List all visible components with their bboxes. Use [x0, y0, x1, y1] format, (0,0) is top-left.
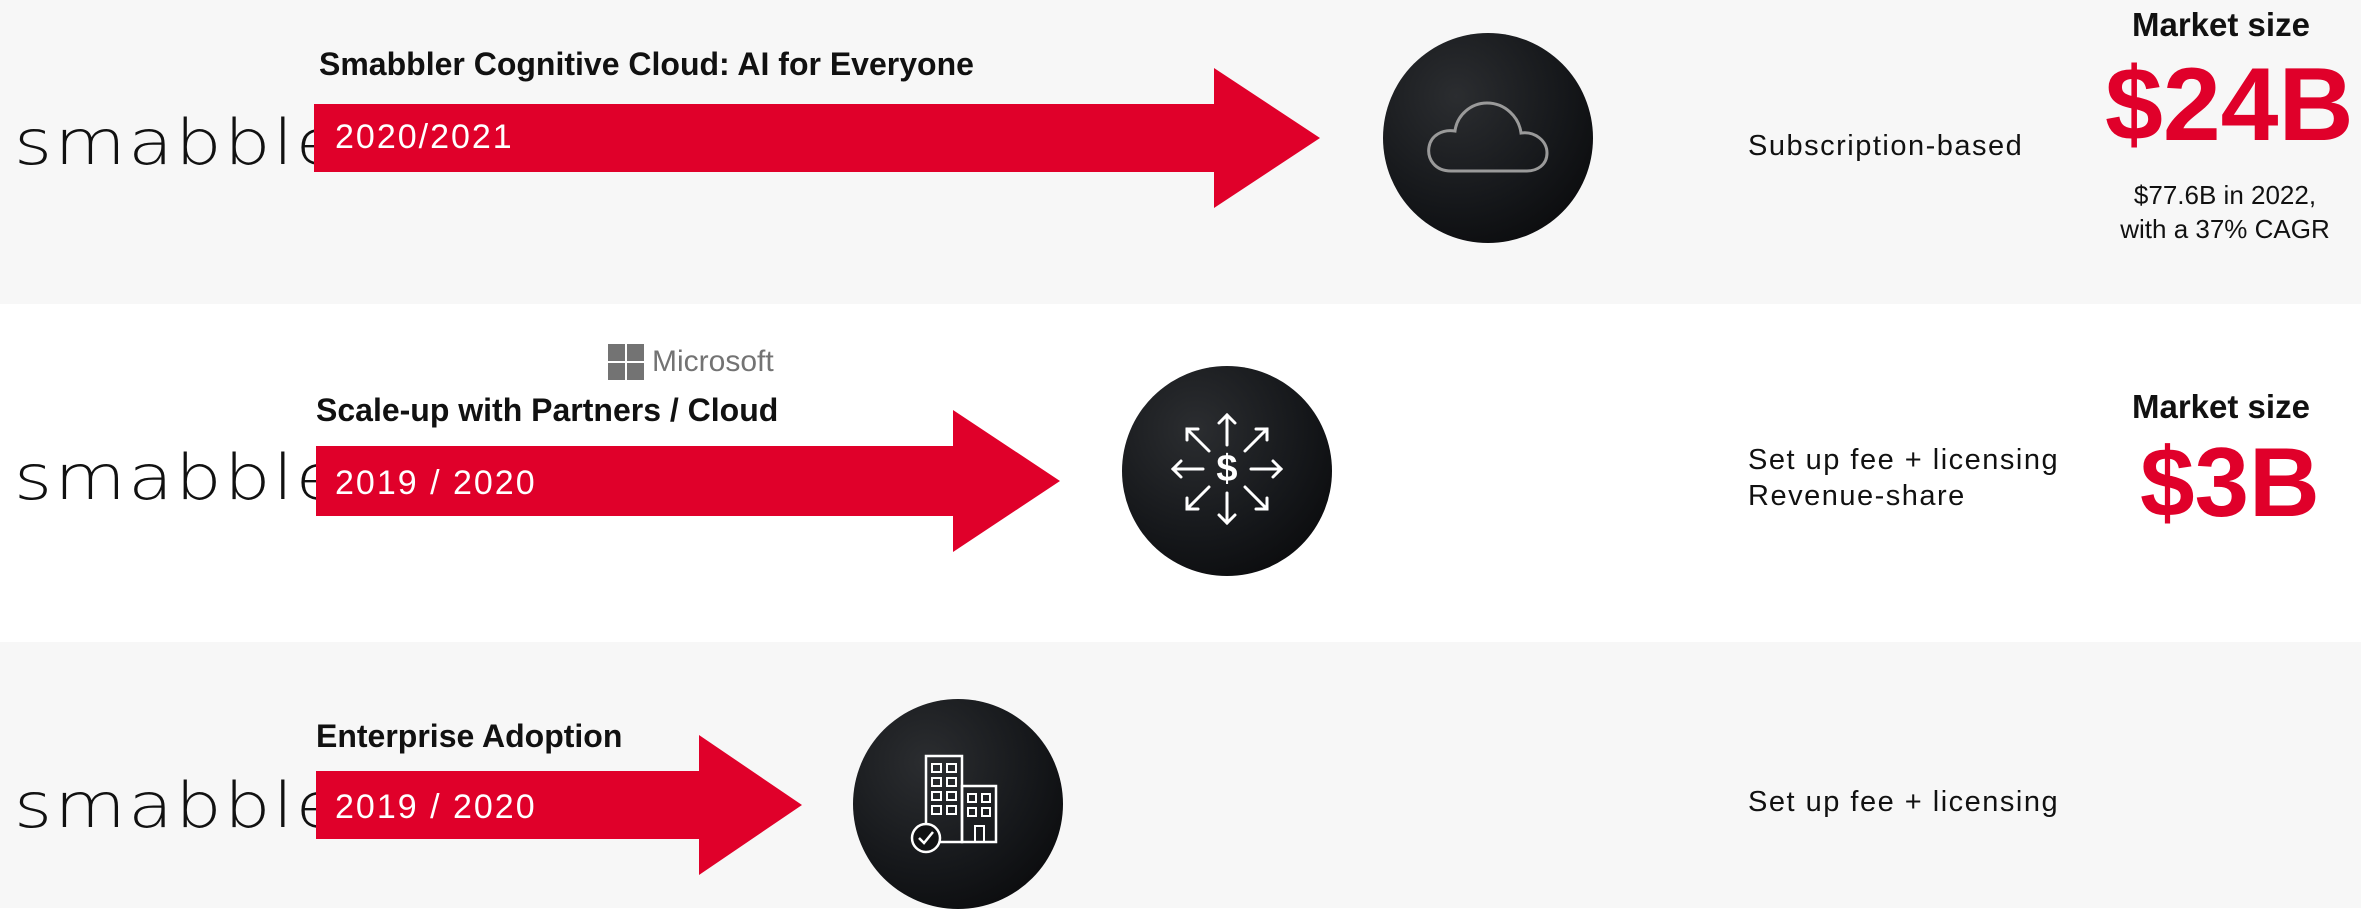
- row-1-market-label: Market size: [2132, 6, 2310, 43]
- row-1-icon-circle: [1383, 33, 1593, 243]
- row-1-period: 2020/2021: [335, 118, 514, 156]
- row-2-icon-circle: $: [1122, 366, 1332, 576]
- business-model-line: Revenue-share: [1748, 480, 1966, 512]
- row-3-title: Enterprise Adoption: [316, 718, 623, 754]
- office-buildings-check-icon: [898, 742, 1018, 867]
- market-note-line: $77.6B in 2022,: [2133, 180, 2317, 210]
- row-2-arrow: [316, 410, 1060, 552]
- smabbler-logo: smabbler: [14, 106, 376, 179]
- row-3-icon-circle: [853, 699, 1063, 909]
- smabbler-logo: smabbler: [14, 441, 376, 514]
- row-1-title: Smabbler Cognitive Cloud: AI for Everyon…: [319, 46, 974, 82]
- smabbler-logo: smabbler: [14, 769, 376, 842]
- dollar-distribution-icon: $: [1167, 409, 1287, 534]
- cloud-icon: [1423, 91, 1553, 186]
- business-model-line: Set up fee + licensing: [1748, 444, 2060, 476]
- row-2-business-model: Set up fee + licensing Revenue-share: [1748, 442, 2059, 514]
- microsoft-wordmark: Microsoft: [652, 345, 774, 378]
- row-1-market-value: $24B: [2105, 47, 2354, 163]
- business-model-line: Subscription-based: [1748, 130, 2024, 162]
- row-2-period: 2019 / 2020: [335, 464, 537, 502]
- business-model-line: Set up fee + licensing: [1748, 786, 2060, 818]
- row-2-market-value: $3B: [2140, 427, 2320, 537]
- svg-text:$: $: [1216, 448, 1237, 490]
- row-1-market-note: $77.6B in 2022, with a 37% CAGR: [2100, 178, 2350, 246]
- row-3-arrow: [316, 735, 802, 875]
- market-note-line: with a 37% CAGR: [2120, 214, 2330, 244]
- row-2-title: Scale-up with Partners / Cloud: [316, 392, 779, 428]
- row-3-business-model: Set up fee + licensing: [1748, 784, 2059, 820]
- microsoft-logo: Microsoft: [608, 344, 774, 380]
- row-2-market-label: Market size: [2132, 388, 2310, 425]
- row-1-arrow: [314, 68, 1320, 208]
- microsoft-grid-icon: [608, 344, 644, 380]
- row-1-business-model: Subscription-based: [1748, 128, 2023, 164]
- row-3-period: 2019 / 2020: [335, 788, 537, 826]
